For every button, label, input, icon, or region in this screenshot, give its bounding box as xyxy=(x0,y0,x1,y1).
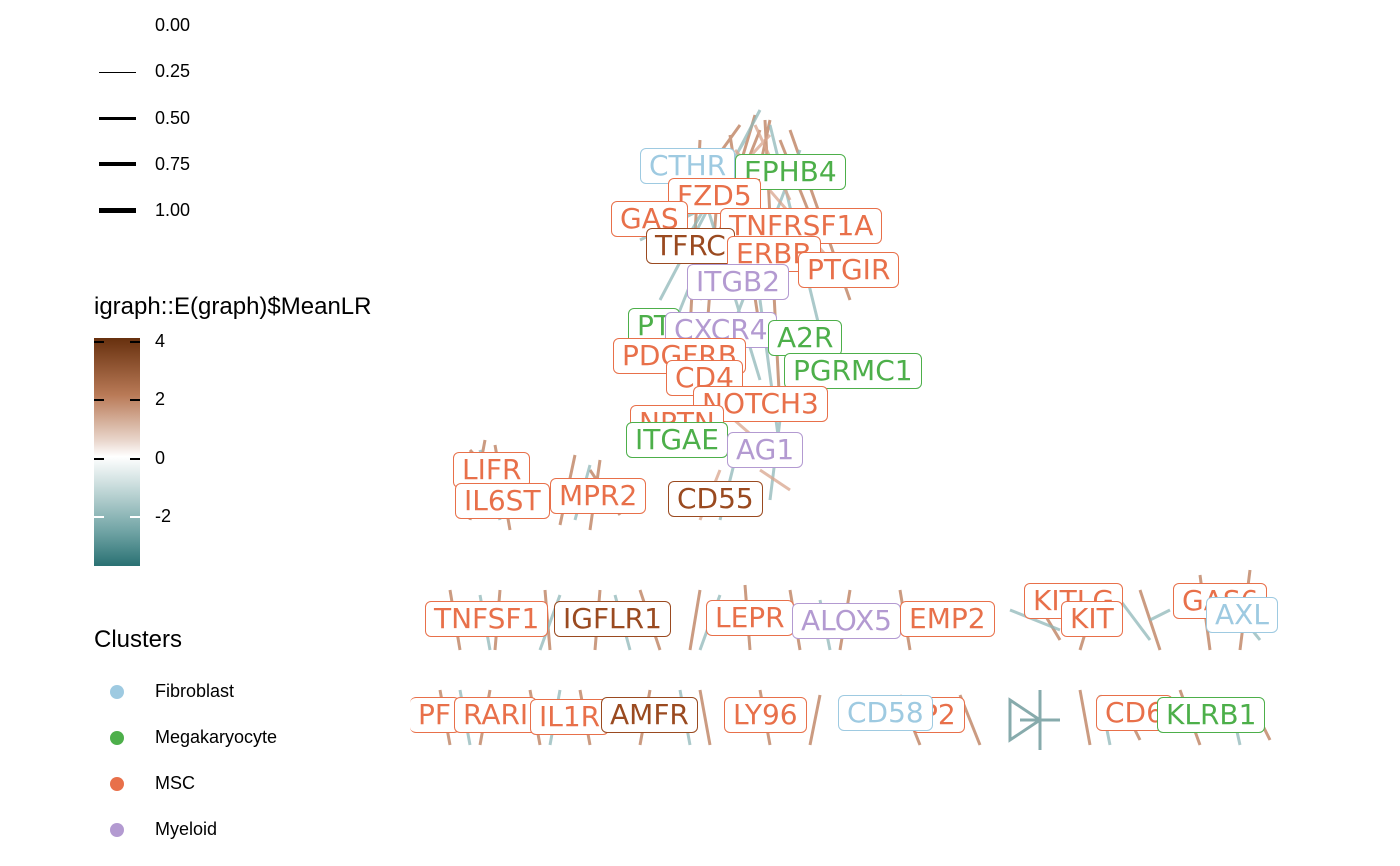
node-cd58: CD58 xyxy=(838,695,933,731)
colorbar xyxy=(94,338,140,566)
color-legend-title: igraph::E(graph)$MeanLR xyxy=(94,293,372,320)
node-axl: AXL xyxy=(1206,597,1278,633)
node-pgrmc1: PGRMC1 xyxy=(784,353,922,389)
width-label-2: 0.50 xyxy=(155,108,191,128)
colorbar-tick xyxy=(130,399,140,401)
node-ag1: AG1 xyxy=(727,432,804,468)
node-il1r: IL1R xyxy=(530,699,610,735)
cluster-label-fibroblast: Fibroblast xyxy=(155,681,235,701)
width-line-4 xyxy=(99,208,136,213)
width-line-1 xyxy=(99,72,136,73)
node-itgae: ITGAE xyxy=(626,422,728,458)
node-tfrc: TFRC xyxy=(646,228,735,264)
colorbar-tick xyxy=(130,516,140,518)
node-il6st: IL6ST xyxy=(455,483,550,519)
node-tnfsf1: TNFSF1 xyxy=(425,601,549,637)
node-emp2: EMP2 xyxy=(900,601,995,637)
node-a2r: A2R xyxy=(768,320,843,356)
width-line-2 xyxy=(99,117,136,120)
width-label-4: 1.00 xyxy=(155,200,191,220)
node-lepr: LEPR xyxy=(706,600,794,636)
colorbar-tick xyxy=(94,341,104,343)
width-label-3: 0.75 xyxy=(155,154,191,174)
node-ly96: LY96 xyxy=(724,697,807,733)
cluster-label-msc: MSC xyxy=(155,773,195,793)
node-mpr2: MPR2 xyxy=(550,478,647,514)
cluster-dot-fibroblast xyxy=(110,685,124,699)
cluster-dot-msc xyxy=(110,777,124,791)
colorbar-label-2: 2 xyxy=(155,389,166,409)
node-amfr: AMFR xyxy=(601,697,698,733)
colorbar-tick xyxy=(130,458,140,460)
cluster-dot-myeloid xyxy=(110,823,124,837)
width-label-0: 0.00 xyxy=(155,15,191,35)
colorbar-tick xyxy=(94,458,104,460)
cluster-label-megakaryocyte: Megakaryocyte xyxy=(155,727,278,747)
colorbar-tick xyxy=(94,399,104,401)
node-pf: PF xyxy=(410,697,460,733)
colorbar-tick xyxy=(94,516,104,518)
node-ptgir: PTGIR xyxy=(798,252,900,288)
node-kit: KIT xyxy=(1061,601,1123,637)
width-line-3 xyxy=(99,162,136,166)
node-klrb1: KLRB1 xyxy=(1157,697,1266,733)
node-igflr1: IGFLR1 xyxy=(554,601,671,637)
cluster-dot-megakaryocyte xyxy=(110,731,124,745)
node-lifr: LIFR xyxy=(453,452,531,488)
colorbar-label-0: 0 xyxy=(155,448,166,468)
node-itgb2: ITGB2 xyxy=(687,264,790,300)
colorbar-tick xyxy=(130,341,140,343)
colorbar-label-neg2: -2 xyxy=(155,506,172,526)
width-label-1: 0.25 xyxy=(155,61,191,81)
cluster-label-myeloid: Myeloid xyxy=(155,819,218,839)
node-rari: RARI xyxy=(454,697,538,733)
cluster-legend-title: Clusters xyxy=(94,626,183,653)
node-alox5: ALOX5 xyxy=(792,603,901,639)
node-cd55: CD55 xyxy=(668,481,763,517)
colorbar-label-4: 4 xyxy=(155,331,166,351)
